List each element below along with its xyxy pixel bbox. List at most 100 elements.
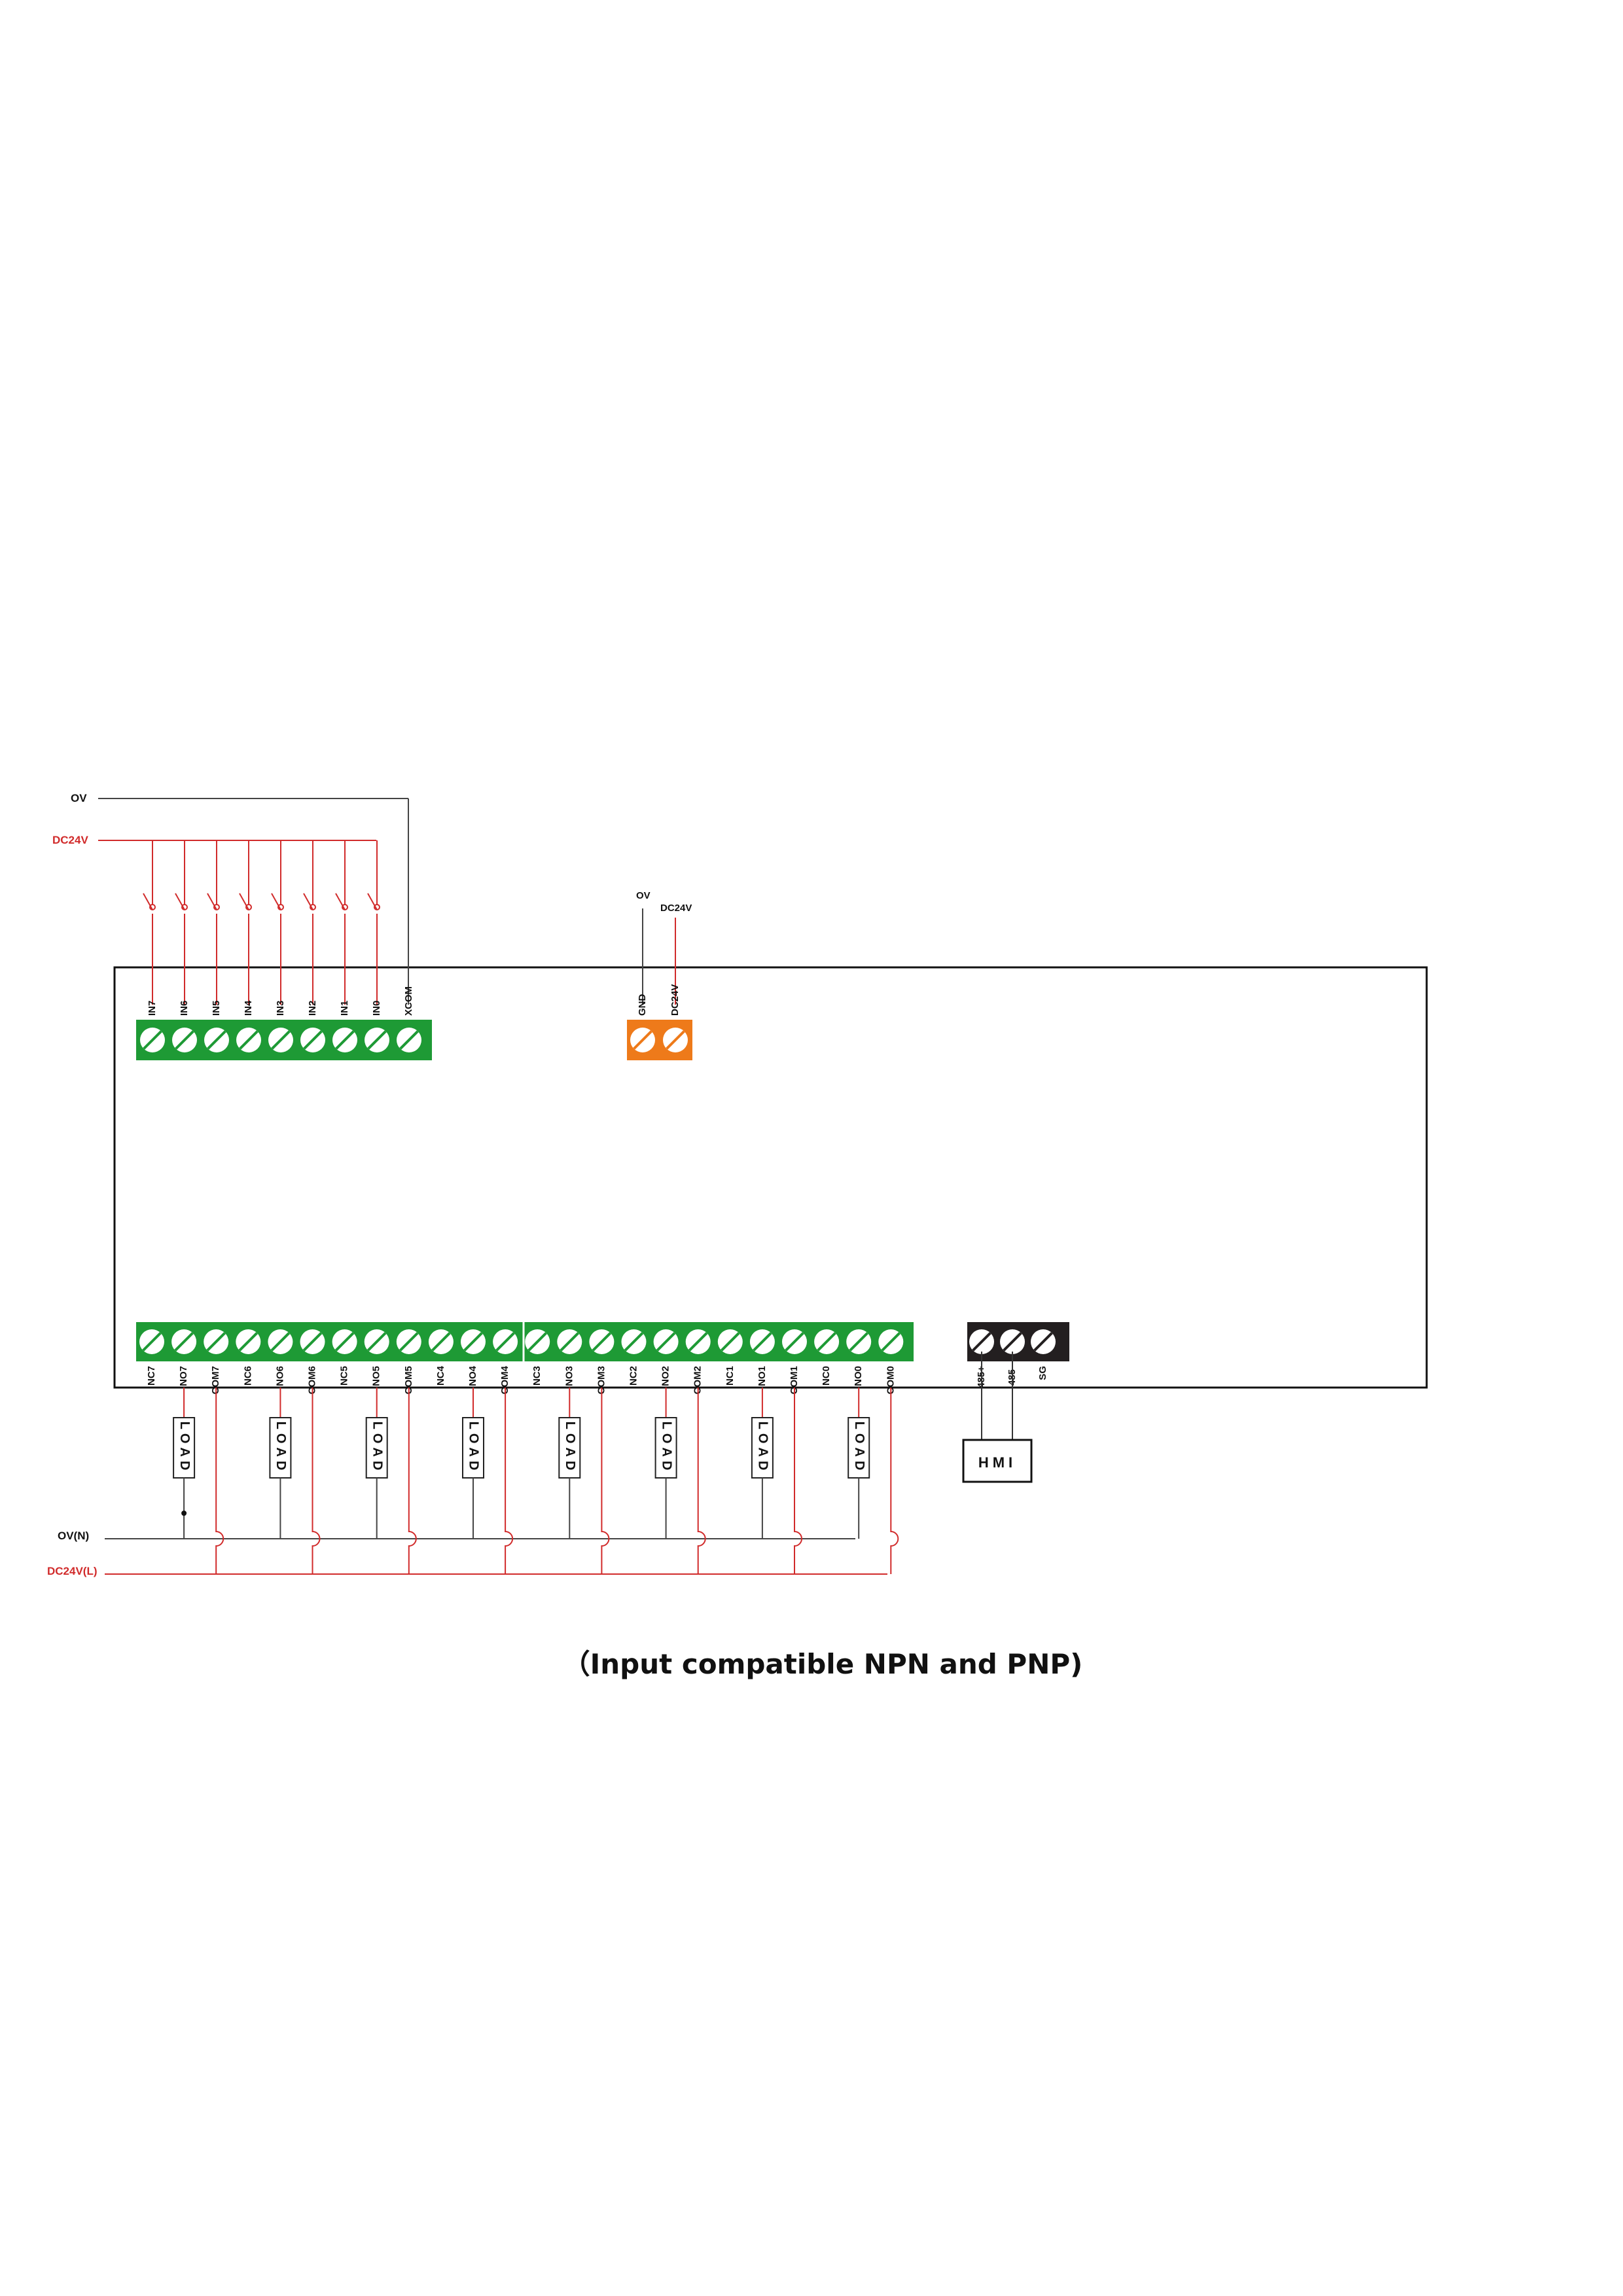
output-terminal-label: COM2 — [692, 1366, 704, 1394]
screw-slot-icon — [175, 1030, 194, 1050]
screw-slot-icon — [335, 1030, 355, 1050]
input-terminal-label: IN0 — [371, 1001, 382, 1016]
output-channel: LOAD — [654, 1388, 706, 1574]
input-terminal-label: IN2 — [307, 1001, 318, 1016]
load-label: LOAD — [659, 1422, 673, 1475]
junction-dot — [181, 1511, 187, 1516]
screw-slot-icon — [367, 1030, 387, 1050]
output-terminal-label: COM0 — [885, 1366, 896, 1394]
output-terminal-label: NC0 — [821, 1366, 832, 1386]
input-switch-group — [143, 840, 380, 1005]
load-label: LOAD — [467, 1422, 481, 1475]
com-wire — [601, 1388, 610, 1574]
load-box — [269, 1417, 292, 1479]
power-terminal-block — [627, 1020, 692, 1060]
screw-slot-icon — [142, 1332, 162, 1352]
output-terminal-label: COM5 — [403, 1366, 414, 1394]
input-terminal-label: XCOM — [403, 986, 414, 1016]
input-terminal-label: IN4 — [243, 1000, 254, 1016]
load-box — [558, 1417, 581, 1479]
input-switch-icon — [207, 840, 220, 1005]
input-switch-icon — [143, 840, 156, 1005]
load-label: LOAD — [177, 1422, 192, 1475]
output-channel: LOAD — [847, 1388, 899, 1574]
screw-slot-icon — [334, 1332, 355, 1352]
input-switch-icon — [239, 840, 252, 1005]
output-terminal-label: NO6 — [274, 1366, 285, 1386]
screw-slot-icon — [463, 1332, 483, 1352]
screw-slot-icon — [303, 1030, 323, 1050]
screw-slot-icon — [302, 1332, 323, 1352]
load-box — [462, 1417, 484, 1479]
load-label: LOAD — [756, 1422, 770, 1475]
output-terminal-label: NC1 — [724, 1366, 736, 1386]
input-terminal-label: IN7 — [147, 1001, 158, 1016]
screw-slot-icon — [817, 1332, 836, 1352]
comm-terminal-label: SG — [1037, 1366, 1048, 1380]
input-switch-icon — [335, 840, 348, 1005]
output-terminal-block-a-housing — [136, 1322, 524, 1361]
output-channel: LOAD — [751, 1388, 802, 1574]
screw-slot-icon — [239, 1030, 259, 1050]
screw-slot-icon — [527, 1332, 547, 1352]
com-wire — [505, 1388, 514, 1574]
screw-slot-icon — [624, 1332, 644, 1352]
screw-slot-icon — [849, 1332, 868, 1352]
output-terminal-block-b — [524, 1322, 914, 1361]
output-terminal-label: COM3 — [596, 1366, 607, 1394]
caption: （Input compatible NPN and PNP) — [563, 1648, 1083, 1680]
output-terminal-block-a — [136, 1322, 524, 1361]
input-terminal-label: IN1 — [339, 1001, 350, 1016]
load-box — [751, 1417, 774, 1479]
power-0v-label: OV — [636, 890, 651, 901]
output-0v-label: OV(N) — [58, 1530, 89, 1542]
power-terminal-label: DC24V — [669, 984, 681, 1016]
screw-slot-icon — [206, 1332, 226, 1352]
input-switch-icon — [175, 840, 188, 1005]
output-terminal-label: NC2 — [628, 1366, 639, 1386]
output-channel: LOAD — [462, 1388, 514, 1574]
screw-slot-icon — [271, 1030, 291, 1050]
screw-slot-icon — [688, 1332, 708, 1352]
screw-slot-icon — [592, 1332, 612, 1352]
input-0v-label: OV — [71, 792, 87, 804]
hmi-box — [962, 1439, 1033, 1483]
output-terminal-label: NO4 — [467, 1365, 478, 1386]
output-terminal-label: COM1 — [789, 1366, 800, 1394]
screw-slot-icon — [785, 1332, 804, 1352]
output-terminal-label: NO3 — [563, 1366, 575, 1386]
input-switch-icon — [303, 840, 316, 1005]
load-box — [654, 1417, 677, 1479]
com-wire — [890, 1388, 899, 1574]
input-terminal-label: IN5 — [211, 1001, 222, 1016]
screw-slot-icon — [174, 1332, 194, 1352]
input-switch-icon — [271, 840, 284, 1005]
screw-slot-icon — [238, 1332, 259, 1352]
screw-slot-icon — [721, 1332, 740, 1352]
output-terminal-label: COM7 — [210, 1366, 221, 1394]
com-wire — [794, 1388, 802, 1574]
screw-slot-icon — [431, 1332, 451, 1352]
comm-terminal-block — [967, 1322, 1069, 1361]
screw-slot-icon — [366, 1332, 387, 1352]
screw-slot-icon — [1033, 1332, 1053, 1352]
screw-slot-icon — [972, 1332, 991, 1352]
output-channel: LOAD — [173, 1388, 224, 1574]
load-label: LOAD — [852, 1422, 866, 1475]
screw-slot-icon — [143, 1030, 162, 1050]
output-channel: LOAD — [558, 1388, 610, 1574]
output-terminal-label: NO7 — [178, 1366, 189, 1386]
output-terminal-label: COM4 — [499, 1365, 510, 1394]
screw-slot-icon — [399, 1332, 419, 1352]
load-box — [365, 1417, 388, 1479]
output-dc24v-label: DC24V(L) — [47, 1565, 98, 1577]
screw-slot-icon — [666, 1030, 685, 1050]
output-terminal-label: NC4 — [435, 1365, 446, 1386]
output-terminal-label: NC5 — [339, 1366, 350, 1386]
screw-slot-icon — [1003, 1332, 1022, 1352]
screw-slot-icon — [560, 1332, 580, 1352]
screw-slot-icon — [881, 1332, 901, 1352]
